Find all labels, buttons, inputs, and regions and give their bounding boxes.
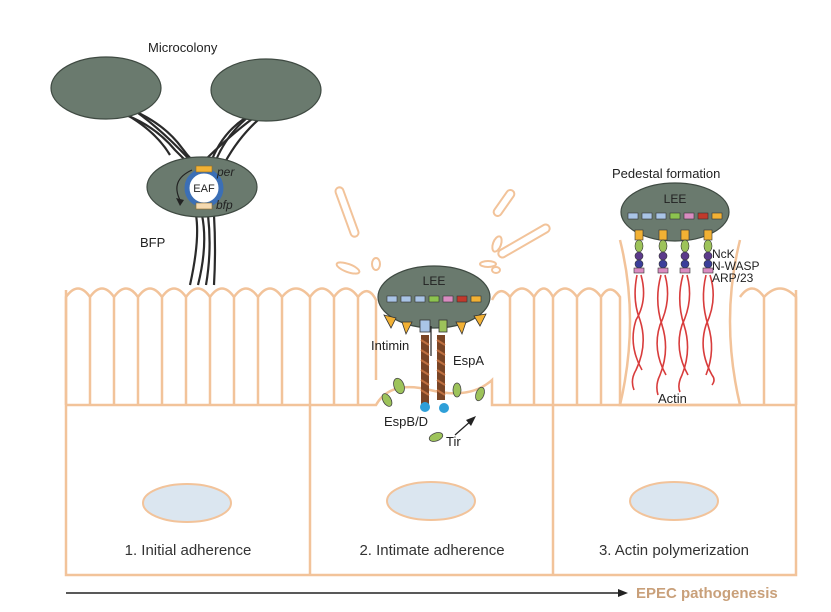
- lee-gene-cluster-stage2: [386, 295, 482, 303]
- stack-2-nck: [658, 251, 668, 261]
- tir-label: Tir: [446, 434, 461, 449]
- lee-gene-2: [641, 212, 653, 220]
- tir-insert-marker: [438, 319, 448, 333]
- tir-arrowhead: [466, 416, 476, 426]
- stack-3-nwasp: [680, 259, 690, 269]
- actin-filaments: [631, 274, 715, 396]
- stack-4-tir-anchor: [703, 229, 713, 241]
- pedestal-protein-stacks: [633, 229, 714, 274]
- regulation-arrowhead: [176, 198, 184, 206]
- lee-label-stage2: LEE: [423, 274, 446, 288]
- t3ss-needles-stage2: [383, 313, 487, 336]
- stack-1-tir-anchor: [634, 229, 644, 241]
- eaf-label: EAF: [193, 183, 215, 195]
- espb-bead-1: [420, 402, 430, 412]
- pedestal-outline: [618, 239, 742, 407]
- per-label: per: [216, 165, 235, 179]
- lee-gene-3: [655, 212, 667, 220]
- bacterium-microcolony-right: [210, 58, 322, 122]
- stack-4-nck: [703, 251, 713, 261]
- pathogenesis-arrowhead: [618, 589, 628, 597]
- stack-2-nwasp: [658, 259, 668, 269]
- lee-gene-7: [711, 212, 723, 220]
- microvilli-cell-3: [551, 287, 798, 407]
- nwasp-label: N-WASP: [712, 259, 760, 273]
- lee-label-stage3: LEE: [664, 192, 687, 206]
- bacterium-microcolony-left: [50, 56, 162, 120]
- nck-label: NcK: [712, 247, 735, 261]
- nucleus-2: [386, 481, 476, 521]
- microvilli-cell-1: [64, 287, 312, 407]
- bfp-gene-label: bfp: [216, 198, 233, 212]
- lee-gene-2: [400, 295, 412, 303]
- regulation-arrow: [176, 169, 193, 201]
- lee-gene-4: [428, 295, 440, 303]
- stack-3-tir-anchor: [680, 229, 690, 241]
- nucleus-1: [142, 483, 232, 523]
- espa-fragments: [334, 186, 551, 275]
- microcolony-label: Microcolony: [148, 40, 218, 55]
- espbd-label: EspB/D: [384, 414, 428, 429]
- lee-gene-5: [683, 212, 695, 220]
- stage-label-2: 2. Intimate adherence: [359, 542, 504, 559]
- stack-2-arp23: [657, 267, 669, 274]
- lee-gene-6: [697, 212, 709, 220]
- stack-1-tir: [634, 239, 644, 253]
- lee-gene-1: [386, 295, 398, 303]
- bfp-gene-marker: [195, 202, 213, 210]
- stage-label-1: 1. Initial adherence: [125, 542, 252, 559]
- stack-4-tir: [703, 239, 713, 253]
- pedestal-label: Pedestal formation: [612, 166, 720, 181]
- actin-label: Actin: [658, 391, 687, 406]
- stack-1-arp23: [633, 267, 645, 274]
- espa-label: EspA: [453, 353, 484, 368]
- lee-gene-cluster-stage3: [627, 212, 723, 220]
- stack-3-nck: [680, 251, 690, 261]
- lee-gene-1: [627, 212, 639, 220]
- lee-gene-6: [456, 295, 468, 303]
- bfp-label: BFP: [140, 235, 165, 250]
- stack-4-arp23: [702, 267, 714, 274]
- bacterium-lee-stage3: [620, 182, 730, 242]
- stack-1-nwasp: [634, 259, 644, 269]
- stack-3-arp23: [679, 267, 691, 274]
- espa-filament-stage2: [420, 335, 446, 405]
- stack-1-nck: [634, 251, 644, 261]
- stack-2-tir-anchor: [658, 229, 668, 241]
- lee-gene-7: [470, 295, 482, 303]
- arp-label: ARP/23: [712, 271, 754, 285]
- microvilli-cell-2: [308, 287, 555, 407]
- stack-2-tir: [658, 239, 668, 253]
- stage-label-3: 3. Actin polymerization: [599, 542, 749, 559]
- espb-bead-2: [439, 403, 449, 413]
- tir-molecules: [381, 377, 485, 442]
- stack-3-tir: [680, 239, 690, 253]
- lee-gene-3: [414, 295, 426, 303]
- lee-gene-5: [442, 295, 454, 303]
- intimin-label: Intimin: [371, 338, 409, 353]
- intimin-marker: [419, 319, 431, 333]
- nucleus-3: [629, 481, 719, 521]
- lee-gene-4: [669, 212, 681, 220]
- stack-4-nwasp: [703, 259, 713, 269]
- per-gene-marker: [195, 165, 213, 173]
- cell-layer-outline: [64, 290, 798, 577]
- epithelial-cell-layer: [64, 239, 798, 577]
- pathogenesis-title: EPEC pathogenesis: [636, 585, 778, 602]
